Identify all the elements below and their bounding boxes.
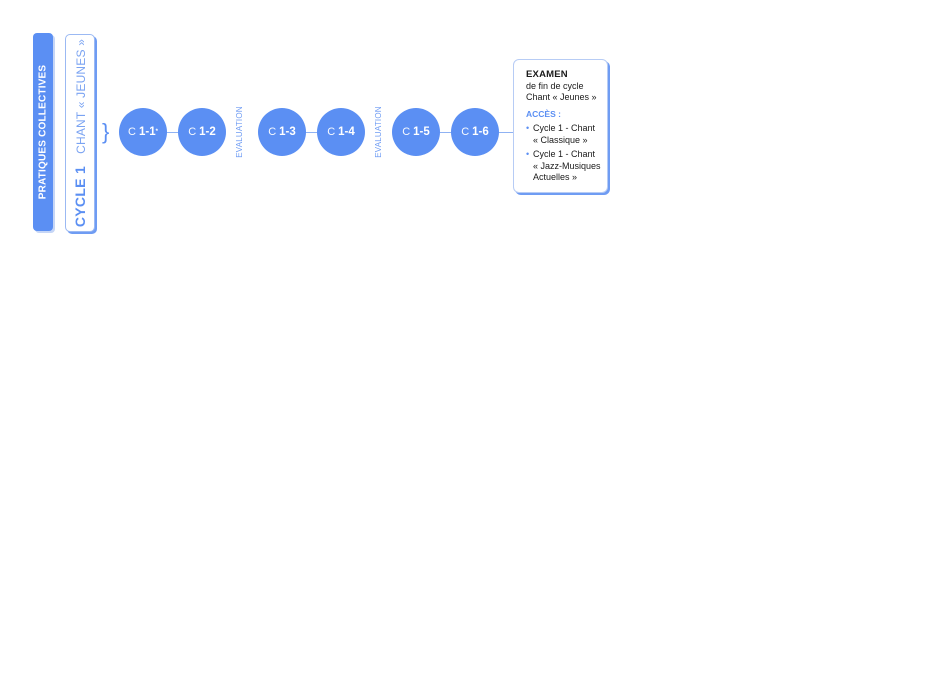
connector	[305, 132, 319, 133]
exam-box: EXAMEN de fin de cycle Chant « Jeunes » …	[513, 59, 608, 193]
cycle-title: CYCLE 1	[72, 165, 88, 228]
connector	[166, 132, 180, 133]
connector	[439, 132, 453, 133]
cycle-tab: CYCLE 1 CHANT « JEUNES »	[65, 34, 95, 232]
exam-title: EXAMEN	[526, 69, 568, 80]
exam-line: Chant « Jeunes »	[526, 92, 597, 102]
access-list: Cycle 1 - Chant « Classique » Cycle 1 - …	[526, 123, 607, 184]
cycle-heading: CYCLE 1 CHANT « JEUNES »	[72, 39, 88, 227]
evaluation-label: EVALUATION	[235, 106, 244, 158]
access-item: Cycle 1 - Chant « Classique »	[526, 123, 607, 146]
section-label: PRATIQUES COLLECTIVES	[37, 64, 49, 200]
access-item: Cycle 1 - Chant « Jazz-Musiques Actuelle…	[526, 149, 607, 184]
section-tab: PRATIQUES COLLECTIVES	[33, 33, 53, 231]
brace-icon: }	[102, 119, 110, 144]
cycle-subtitle: CHANT « JEUNES »	[74, 38, 88, 154]
evaluation-label: EVALUATION	[374, 106, 383, 158]
connector	[498, 132, 513, 133]
access-label: ACCÈS :	[526, 108, 561, 119]
exam-line: de fin de cycle	[526, 80, 584, 91]
